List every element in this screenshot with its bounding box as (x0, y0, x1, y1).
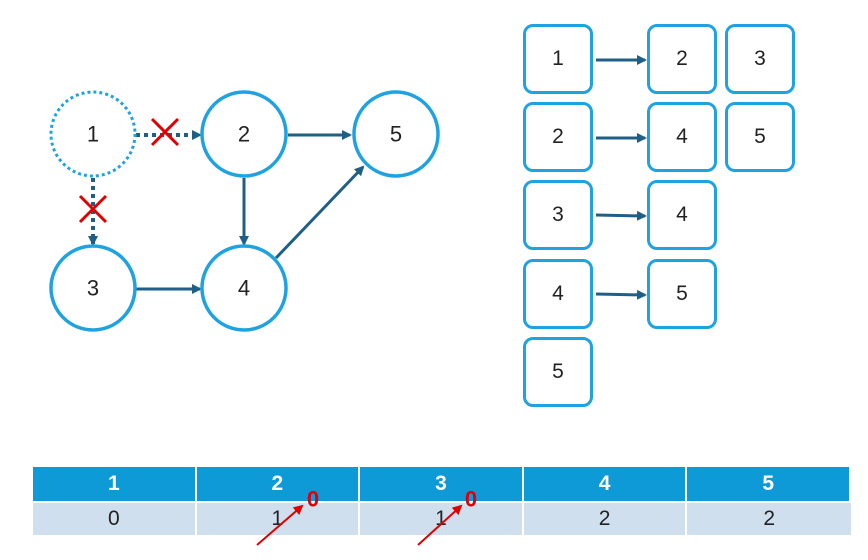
graph-node-3: 3 (49, 244, 137, 332)
edge-4-5 (274, 165, 365, 260)
adjacency-head-1: 1 (523, 24, 593, 94)
graph-node-4: 4 (200, 244, 288, 332)
adjacency-neighbor: 3 (725, 24, 795, 94)
table-header-cell: 2 (196, 467, 361, 501)
node-label: 3 (87, 276, 99, 301)
adjacency-head-3: 3 (523, 180, 593, 250)
adjacency-neighbor: 5 (725, 102, 795, 172)
adjacency-arrow-3 (595, 210, 647, 221)
table-value-cell: 0 (33, 501, 197, 535)
table-header-cell: 1 (33, 467, 197, 501)
table-header-cell: 4 (523, 467, 688, 501)
node-label: 4 (238, 276, 250, 301)
adjacency-neighbor: 4 (647, 102, 717, 172)
adjacency-neighbor: 4 (647, 180, 717, 250)
table-header-cell: 5 (687, 467, 851, 501)
removed-mark-1-3 (78, 194, 108, 224)
adjacency-neighbor: 2 (647, 24, 717, 94)
graph-node-2: 2 (200, 90, 288, 178)
node-label: 1 (87, 122, 99, 147)
removed-mark-1-2 (150, 117, 180, 147)
adjacency-arrow-4 (595, 289, 647, 300)
graph-node-5: 5 (352, 90, 440, 178)
node-label: 2 (238, 122, 250, 147)
indegree-table: 1 2 3 4 5 0 1 1 2 2 (33, 467, 851, 535)
node-label: 5 (390, 122, 402, 147)
adjacency-head-2: 2 (523, 102, 593, 172)
graph-node-1: 1 (49, 90, 137, 178)
table-header-cell: 3 (360, 467, 524, 501)
adjacency-head-4: 4 (523, 259, 593, 329)
table-value-cell: 1 (360, 501, 524, 535)
table-value-cell: 1 (196, 501, 361, 535)
table-value-cell: 2 (687, 501, 851, 535)
graph-diagram: 1 2 3 4 5 (49, 55, 647, 332)
table-value-cell: 2 (523, 501, 688, 535)
adjacency-neighbor: 5 (647, 259, 717, 329)
adjacency-head-5: 5 (523, 337, 593, 407)
